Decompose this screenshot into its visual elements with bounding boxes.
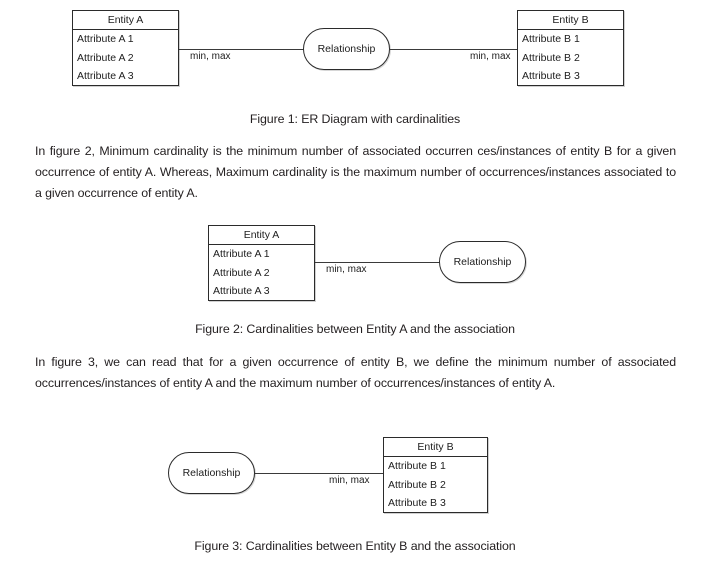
entity-b-attribute-3: Attribute B 3 [388,497,446,509]
connector-a-to-relationship [179,49,304,50]
entity-a-attribute-3: Attribute A 3 [213,285,270,297]
figure-2-canvas: Entity A Attribute A 1 Attribute A 2 Att… [0,218,710,308]
figure-3-canvas: Relationship min, max Entity B Attribute… [0,430,710,520]
connector-relationship-to-b [255,473,384,474]
paragraph-1: In figure 2, Minimum cardinality is the … [35,144,676,200]
entity-b-title: Entity B [518,11,623,30]
entity-a-attributes: Attribute A 1 Attribute A 2 Attribute A … [73,30,178,86]
entity-box-b[interactable]: Entity B Attribute B 1 Attribute B 2 Att… [517,10,624,86]
entity-b-attribute-3: Attribute B 3 [522,70,580,82]
figure-3-caption: Figure 3: Cardinalities between Entity B… [194,539,516,553]
relationship-shape[interactable]: Relationship [303,28,390,70]
paragraph-2: In figure 3, we can read that for a give… [35,355,676,390]
entity-box-b[interactable]: Entity B Attribute B 1 Attribute B 2 Att… [383,437,488,513]
cardinality-label-left: min, max [190,51,231,62]
figure-2: Entity A Attribute A 1 Attribute A 2 Att… [0,218,710,308]
figure-2-caption: Figure 2: Cardinalities between Entity A… [195,322,515,336]
relationship-label: Relationship [182,467,241,479]
entity-b-attribute-1: Attribute B 1 [388,460,446,472]
entity-b-attributes: Attribute B 1 Attribute B 2 Attribute B … [384,457,487,513]
entity-b-attribute-2: Attribute B 2 [522,51,580,64]
relationship-shape[interactable]: Relationship [168,452,255,494]
entity-a-attribute-3: Attribute A 3 [77,70,134,82]
entity-a-title: Entity A [209,226,314,245]
entity-box-a[interactable]: Entity A Attribute A 1 Attribute A 2 Att… [72,10,179,86]
cardinality-label: min, max [329,475,370,486]
entity-a-title: Entity A [73,11,178,30]
entity-a-attribute-2: Attribute A 2 [213,266,270,279]
relationship-label: Relationship [317,43,376,55]
entity-box-a[interactable]: Entity A Attribute A 1 Attribute A 2 Att… [208,225,315,301]
entity-b-attribute-1: Attribute B 1 [522,33,580,45]
entity-b-attribute-2: Attribute B 2 [388,478,446,491]
relationship-shape[interactable]: Relationship [439,241,526,283]
entity-a-attribute-1: Attribute A 1 [77,33,134,45]
cardinality-label-right: min, max [470,51,511,62]
figure-1: Entity A Attribute A 1 Attribute A 2 Att… [0,0,710,100]
entity-a-attributes: Attribute A 1 Attribute A 2 Attribute A … [209,245,314,301]
connector-relationship-to-b [390,49,518,50]
entity-b-title: Entity B [384,438,487,457]
entity-b-attributes: Attribute B 1 Attribute B 2 Attribute B … [518,30,623,86]
cardinality-label: min, max [326,264,367,275]
entity-a-attribute-2: Attribute A 2 [77,51,134,64]
connector-a-to-relationship [315,262,440,263]
figure-1-canvas: Entity A Attribute A 1 Attribute A 2 Att… [0,0,710,100]
figure-3: Relationship min, max Entity B Attribute… [0,430,710,520]
entity-a-attribute-1: Attribute A 1 [213,248,270,260]
figure-1-caption: Figure 1: ER Diagram with cardinalities [249,112,461,126]
relationship-label: Relationship [453,256,512,268]
